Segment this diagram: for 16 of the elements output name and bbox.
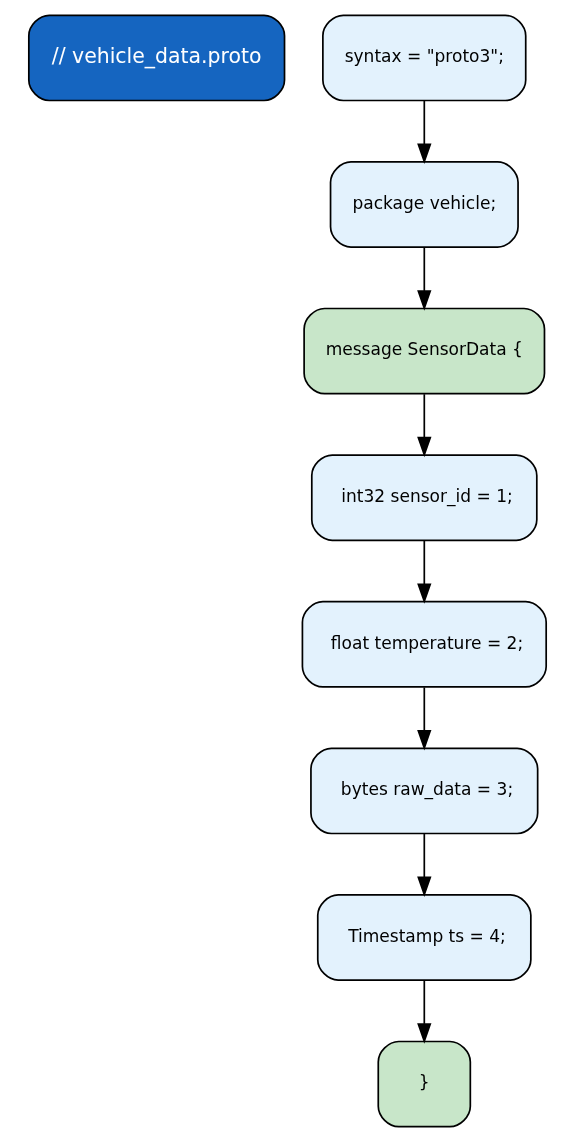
node-box: Timestamp ts = 4;: [316, 894, 532, 981]
node-box: syntax = "proto3";: [321, 14, 527, 102]
node-box: }: [376, 1040, 471, 1128]
arrow: [416, 540, 431, 604]
arrow: [416, 246, 431, 311]
arrow: [416, 100, 431, 165]
node-box: package vehicle;: [329, 161, 519, 248]
node-box: bytes raw_data = 3;: [309, 747, 538, 835]
arrow: [416, 979, 431, 1044]
node-box: message SensorData {: [302, 307, 545, 395]
arrow: [416, 833, 431, 898]
arrow: [416, 686, 431, 751]
node-box: float temperature = 2;: [301, 600, 547, 688]
node-box: int32 sensor_id = 1;: [310, 454, 538, 542]
node-box: // vehicle_data.proto: [27, 14, 285, 102]
arrow: [416, 393, 431, 458]
